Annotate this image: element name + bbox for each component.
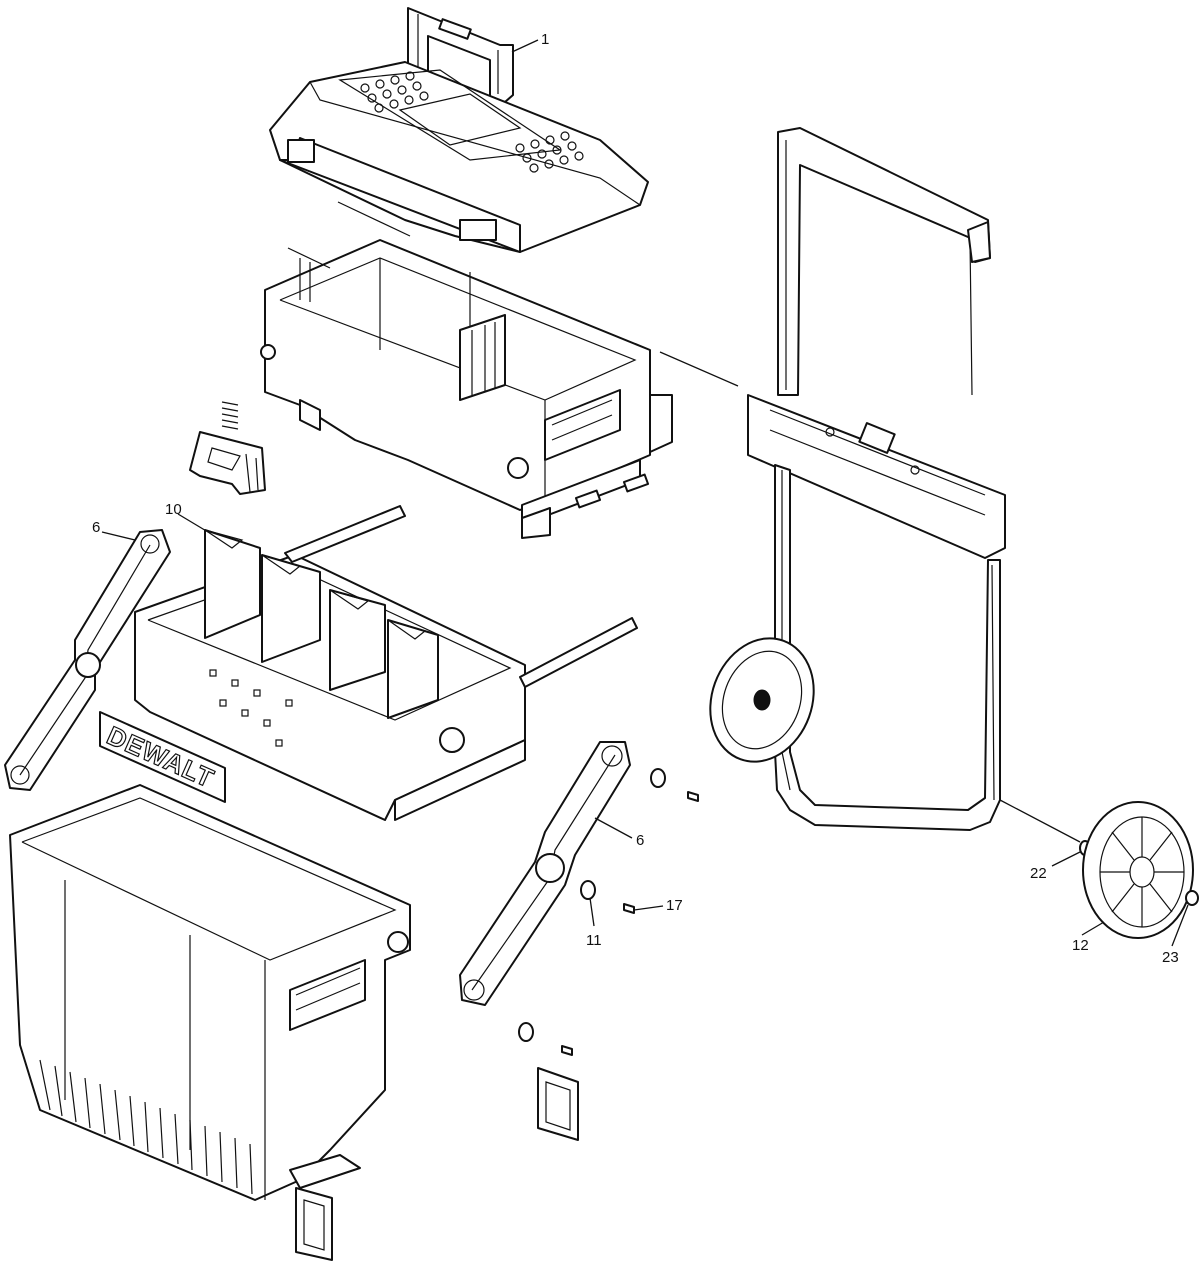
wheel-12	[1082, 801, 1194, 939]
callout-6-left: 6	[92, 519, 100, 536]
bottom-box	[9, 784, 411, 1201]
telescoping-frame	[747, 127, 1006, 831]
callout-1: 1	[541, 31, 549, 48]
top-lid	[269, 61, 649, 253]
callout-23: 23	[1162, 949, 1179, 966]
callout-12: 12	[1072, 937, 1089, 954]
spring	[221, 401, 239, 430]
clip-upper	[537, 1067, 579, 1141]
clip-lower	[295, 1187, 333, 1261]
rod-upper	[659, 351, 739, 387]
latch	[189, 431, 266, 495]
leader-lines	[101, 39, 1189, 947]
upper-box	[260, 239, 673, 539]
cap-23	[1185, 890, 1199, 906]
callout-10: 10	[165, 501, 182, 518]
callouts: 1 10 6 6 17 11 22 12 23	[92, 31, 1179, 966]
callout-22: 22	[1030, 865, 1047, 882]
callout-11: 11	[586, 932, 602, 949]
side-arm-left	[4, 529, 171, 791]
hardware	[518, 768, 699, 1056]
axle	[999, 799, 1081, 843]
lid-bins-right	[515, 131, 584, 173]
lid-bins-left	[360, 71, 429, 113]
side-arm-right	[459, 741, 631, 1006]
divider-tray	[134, 505, 638, 821]
left-wheel	[709, 637, 815, 763]
callout-17: 17	[666, 897, 683, 914]
callout-6-right: 6	[636, 832, 644, 849]
